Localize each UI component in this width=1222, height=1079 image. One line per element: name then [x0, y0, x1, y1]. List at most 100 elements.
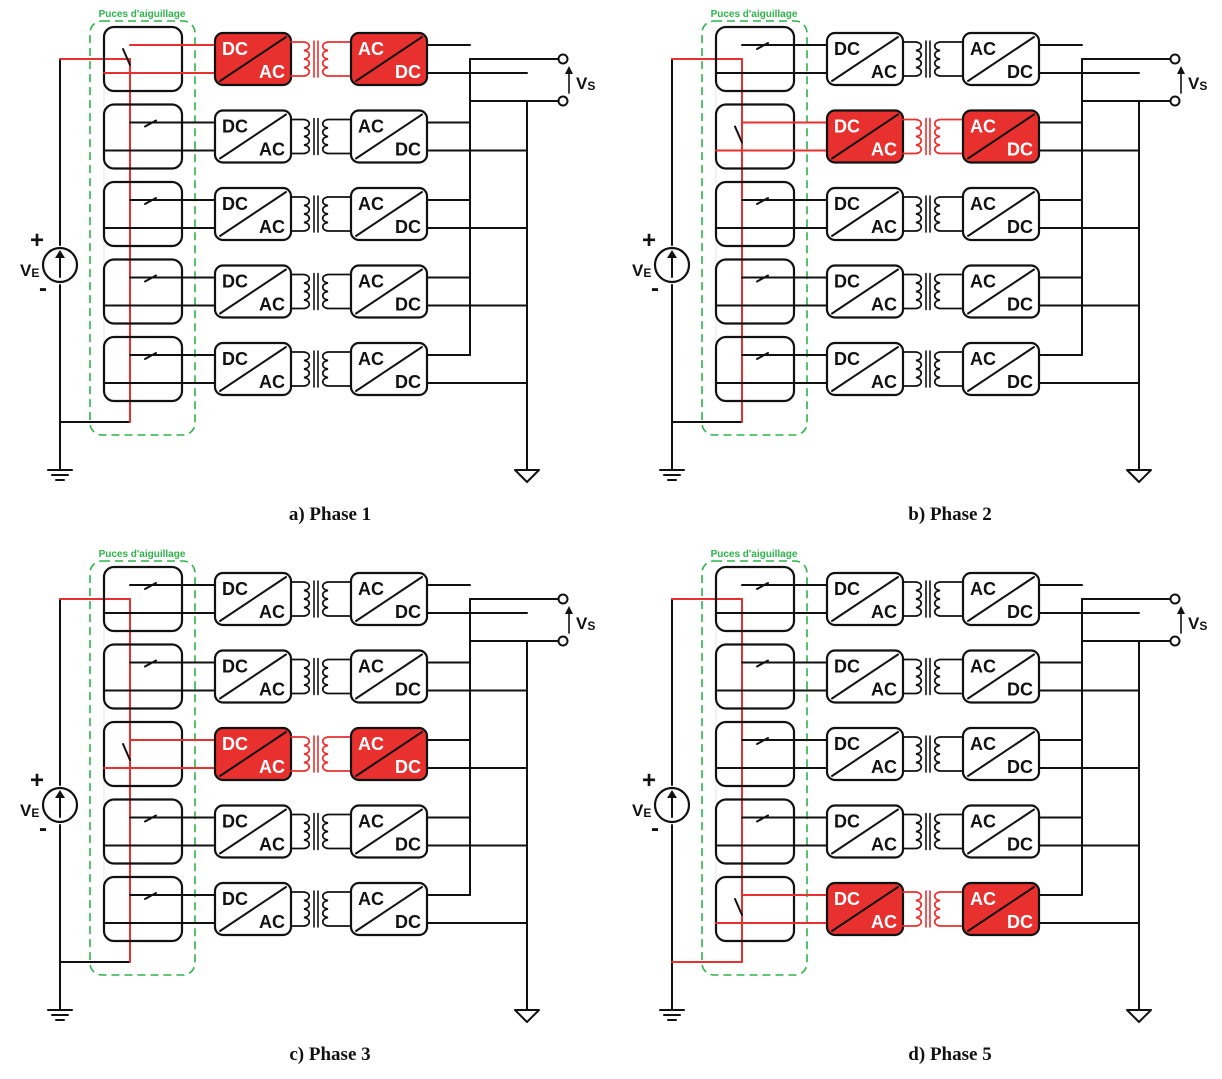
- converter-diagonal: [831, 346, 899, 392]
- transformer-winding: [321, 273, 329, 310]
- transformer-winding: [303, 196, 311, 232]
- caption-letter: a): [289, 504, 310, 525]
- source-arrow-head: [667, 250, 677, 258]
- source-arrow-head: [55, 790, 65, 798]
- minus-sign: -: [651, 275, 659, 302]
- transformer-winding: [321, 891, 329, 927]
- converter-label-bottom: DC: [1007, 62, 1033, 82]
- converter-label-bottom: AC: [871, 680, 897, 700]
- source-subscript: E: [31, 806, 39, 820]
- panel-caption: b) Phase 2: [908, 504, 991, 525]
- converter-diagonal: [355, 731, 423, 777]
- converter-label-top: AC: [358, 657, 384, 677]
- converter-label-top: DC: [222, 579, 248, 599]
- converter-label-top: DC: [834, 117, 860, 137]
- converter-label-bottom: AC: [259, 602, 285, 622]
- converter-label-top: AC: [358, 117, 384, 137]
- converter-label-bottom: AC: [259, 217, 285, 237]
- converter-diagonal: [967, 268, 1035, 315]
- transformer-winding: [915, 813, 923, 850]
- converter-label-bottom: DC: [395, 680, 421, 700]
- transformer-winding: [303, 41, 311, 77]
- converter-label-bottom: AC: [259, 62, 285, 82]
- switch-group-box: [701, 20, 808, 436]
- switch-group-label: Puces d'aiguillage: [711, 549, 798, 560]
- switch-box: [102, 180, 184, 248]
- transformer-winding: [933, 351, 941, 387]
- switch-box: [714, 875, 796, 943]
- converter-label-top: AC: [970, 889, 996, 909]
- switch-blade-closed: [122, 743, 131, 761]
- transformer-winding: [933, 658, 941, 695]
- converter-label-bottom: AC: [871, 140, 897, 160]
- transformer-winding: [915, 581, 923, 617]
- converter-diagonal: [831, 576, 899, 622]
- switch-box: [714, 258, 796, 325]
- plus-sign: +: [30, 767, 44, 794]
- converter-label-top: AC: [970, 194, 996, 214]
- switch-box: [714, 565, 796, 633]
- converter-label-top: DC: [834, 734, 860, 754]
- converter-diagonal: [355, 36, 423, 82]
- switch-box: [714, 180, 796, 248]
- switch-box: [714, 798, 796, 865]
- converter-label-top: DC: [834, 579, 860, 599]
- switch-box: [714, 720, 796, 788]
- transformer-winding: [915, 41, 923, 77]
- switch-group-label: Puces d'aiguillage: [711, 9, 798, 20]
- output-arrow-head: [1177, 606, 1185, 614]
- dc-ac-converter-2: DC AC: [825, 109, 905, 164]
- transformer-winding: [933, 813, 941, 850]
- source-subscript: E: [643, 806, 651, 820]
- converter-diagonal: [219, 886, 287, 932]
- converter-diagonal: [831, 113, 899, 160]
- transformer-winding: [933, 41, 941, 77]
- converter-label-top: AC: [358, 194, 384, 214]
- transformer-winding: [933, 581, 941, 617]
- converter-label-bottom: AC: [259, 835, 285, 855]
- switch-box: [102, 25, 184, 93]
- converter-diagonal: [831, 731, 899, 777]
- converter-label-top: DC: [222, 812, 248, 832]
- output-subscript: S: [1199, 79, 1207, 93]
- panel-caption: d) Phase 5: [908, 1044, 991, 1065]
- converter-label-top: AC: [970, 39, 996, 59]
- output-terminal-positive: [557, 53, 569, 65]
- converter-label-top: DC: [222, 194, 248, 214]
- switch-group-label: Puces d'aiguillage: [99, 549, 186, 560]
- switch-box: [102, 335, 184, 403]
- converter-label-bottom: DC: [395, 140, 421, 160]
- output-subscript: S: [587, 79, 595, 93]
- converter-label-top: DC: [834, 272, 860, 292]
- transformer-winding: [303, 658, 311, 695]
- transformer-winding: [321, 813, 329, 850]
- panel-4: Puces d'aiguillage+-VEDCACACDCDCACACDCDC…: [632, 549, 1207, 1065]
- converter-diagonal: [831, 653, 899, 700]
- converter-diagonal: [355, 886, 423, 932]
- transformer-winding: [321, 118, 329, 155]
- converter-label-bottom: AC: [259, 372, 285, 392]
- caption-phase: Phase 2: [930, 504, 992, 525]
- output-arrow-head: [565, 66, 573, 74]
- source-label: VE: [20, 801, 39, 820]
- converter-label-bottom: DC: [395, 217, 421, 237]
- output-terminal-negative: [557, 95, 569, 107]
- converter-label-bottom: DC: [1007, 295, 1033, 315]
- output-terminal-negative: [1169, 95, 1181, 107]
- switch-box: [102, 875, 184, 943]
- transformer-winding: [933, 273, 941, 310]
